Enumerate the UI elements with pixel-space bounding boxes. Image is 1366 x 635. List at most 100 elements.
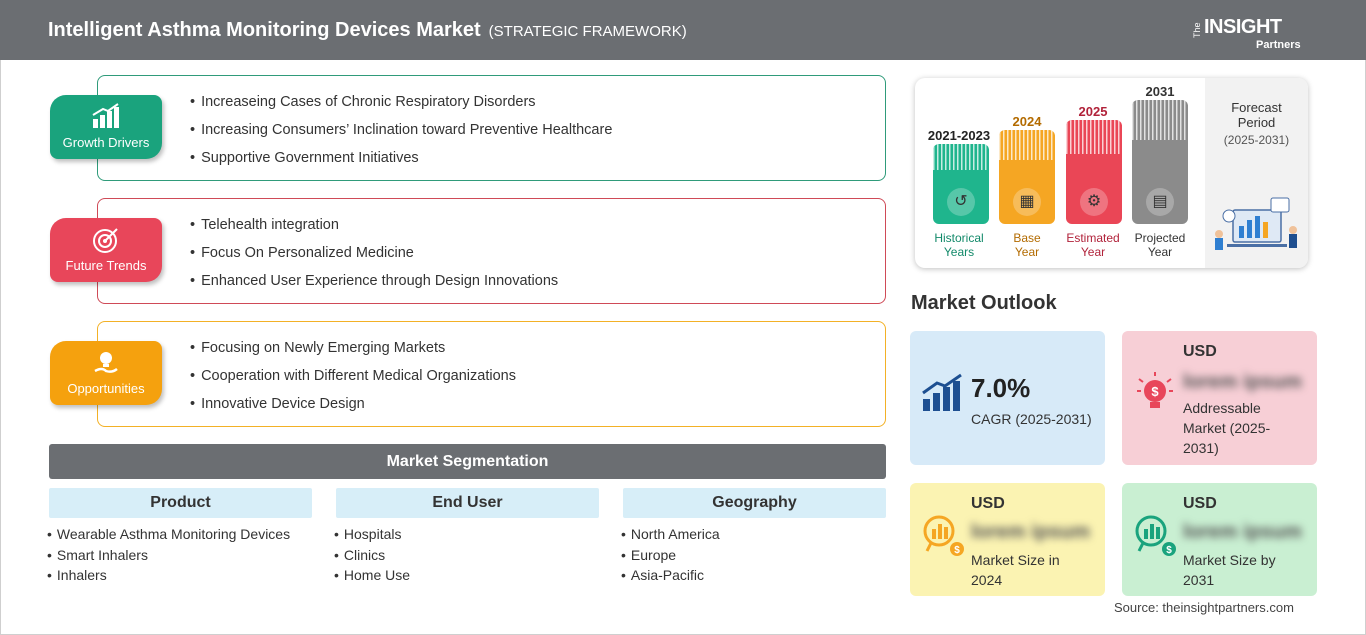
market-size-2024-card: $ USD lorem ipsum Market Size in 2024	[910, 483, 1105, 596]
list-item: Enhanced User Experience through Design …	[190, 273, 558, 301]
addressable-market-card: $ USD lorem ipsum Addressable Market (20…	[1122, 331, 1317, 465]
label-line: Projected	[1134, 231, 1186, 245]
segment-head: End User	[336, 488, 599, 518]
bar-historical: ↺	[933, 144, 989, 224]
logo-the: The	[1192, 22, 1202, 38]
year-2031: 2031	[1145, 84, 1175, 99]
label-line: Historical	[934, 231, 984, 245]
logo-partners: Partners	[1256, 39, 1301, 51]
title-text: Intelligent Asthma Monitoring Devices Ma…	[48, 19, 481, 41]
bar-stripes	[933, 144, 989, 170]
label-line: Base	[1013, 231, 1041, 245]
size-2031-value: lorem ipsum	[1183, 521, 1302, 543]
history-icon: ↺	[947, 188, 975, 216]
money-chart-icon: $	[918, 513, 968, 563]
source-note: Source: theinsightpartners.com	[1114, 600, 1294, 615]
bar-stripes	[1066, 120, 1122, 154]
calendar-icon: ▦	[1013, 188, 1041, 216]
list-item: Wearable Asthma Monitoring Devices	[47, 526, 312, 547]
growth-drivers-badge: Growth Drivers	[50, 95, 162, 159]
title-subtitle: (STRATEGIC FRAMEWORK)	[488, 23, 687, 40]
segment-head: Geography	[623, 488, 886, 518]
forecast-period: (2025-2031)	[1223, 133, 1290, 147]
market-size-2031-card: $ USD lorem ipsum Market Size by 2031	[1122, 483, 1317, 596]
segment-geography: Geography North America Europe Asia-Paci…	[623, 488, 886, 588]
usd-label: USD	[1183, 495, 1217, 512]
size-2024-label: Market Size in 2024	[971, 552, 1060, 588]
lightbulb-hand-icon	[50, 349, 162, 379]
estimate-icon: ⚙	[1080, 188, 1108, 216]
opportunities-card: Focusing on Newly Emerging Markets Coope…	[97, 321, 886, 427]
badge-label: Growth Drivers	[62, 135, 150, 150]
addressable-label: Addressable Market (2025-2031)	[1183, 400, 1271, 456]
list-item: North America	[621, 526, 886, 547]
bar-estimated: ⚙	[1066, 120, 1122, 224]
year-2024: 2024	[1012, 114, 1042, 129]
list-item: Increaseing Cases of Chronic Respiratory…	[190, 94, 612, 122]
cagr-label: CAGR (2025-2031)	[971, 411, 1092, 427]
analytics-illustration-icon	[1211, 196, 1303, 259]
list-item: Asia-Pacific	[621, 567, 886, 588]
header-bar: Intelligent Asthma Monitoring Devices Ma…	[0, 0, 1366, 60]
list-item: Cooperation with Different Medical Organ…	[190, 368, 516, 396]
label-line: Year	[1014, 245, 1040, 259]
list-item: Inhalers	[47, 567, 312, 588]
usd-label: USD	[971, 495, 1005, 512]
list-item: Home Use	[334, 567, 599, 588]
list-item: Telehealth integration	[190, 217, 558, 245]
growth-drivers-card: Increaseing Cases of Chronic Respiratory…	[97, 75, 886, 181]
svg-text:$: $	[1166, 545, 1172, 556]
segmentation-header: Market Segmentation	[49, 444, 886, 479]
label-line: Year	[1080, 245, 1106, 259]
bar-stripes	[999, 130, 1055, 160]
future-trends-badge: Future Trends	[50, 218, 162, 282]
list-item: Focus On Personalized Medicine	[190, 245, 558, 273]
svg-text:$: $	[954, 545, 960, 556]
list-item: Increasing Consumers’ Inclination toward…	[190, 122, 612, 150]
year-2025: 2025	[1078, 104, 1108, 119]
page-title: Intelligent Asthma Monitoring Devices Ma…	[48, 19, 687, 42]
year-2021-2023: 2021-2023	[927, 128, 991, 143]
addressable-value: lorem ipsum	[1183, 371, 1302, 393]
list-item: Supportive Government Initiatives	[190, 150, 612, 178]
usd-label: USD	[1183, 343, 1217, 360]
label-line: Year	[1147, 245, 1173, 259]
size-2031-label: Market Size by 2031	[1183, 552, 1276, 588]
size-2024-value: lorem ipsum	[971, 521, 1090, 543]
dollar-bulb-icon: $	[1130, 371, 1180, 421]
segment-head: Product	[49, 488, 312, 518]
bar-stripes	[1132, 100, 1188, 140]
money-chart-icon: $	[1130, 513, 1180, 563]
growth-chart-icon	[50, 103, 162, 133]
svg-text:$: $	[1151, 384, 1159, 399]
badge-label: Future Trends	[65, 258, 147, 273]
market-outlook-title: Market Outlook	[911, 292, 1057, 314]
list-item: Clinics	[334, 547, 599, 568]
bar-projected: ▤	[1132, 100, 1188, 224]
logo-main: INSIGHT	[1204, 16, 1282, 38]
list-item: Innovative Device Design	[190, 396, 516, 424]
label-line: Estimated	[1066, 231, 1120, 245]
growth-chart-icon	[918, 373, 968, 423]
bar-base: ▦	[999, 130, 1055, 224]
target-icon	[50, 226, 162, 256]
timeline-panel: Forecast Period (2025-2031) 2021-2023 ↺ …	[915, 78, 1308, 268]
badge-label: Opportunities	[67, 381, 145, 396]
insight-partners-logo: The INSIGHT Partners	[1192, 8, 1312, 54]
segment-end-user: End User Hospitals Clinics Home Use	[336, 488, 599, 588]
label-line: Years	[943, 245, 975, 259]
presentation-icon: ▤	[1146, 188, 1174, 216]
future-trends-card: Telehealth integration Focus On Personal…	[97, 198, 886, 304]
list-item: Focusing on Newly Emerging Markets	[190, 340, 516, 368]
cagr-value: 7.0%	[971, 373, 1031, 403]
forecast-title: Forecast Period	[1231, 100, 1282, 130]
segment-product: Product Wearable Asthma Monitoring Devic…	[49, 488, 312, 588]
list-item: Europe	[621, 547, 886, 568]
list-item: Hospitals	[334, 526, 599, 547]
cagr-card: 7.0% CAGR (2025-2031)	[910, 331, 1105, 465]
opportunities-badge: Opportunities	[50, 341, 162, 405]
